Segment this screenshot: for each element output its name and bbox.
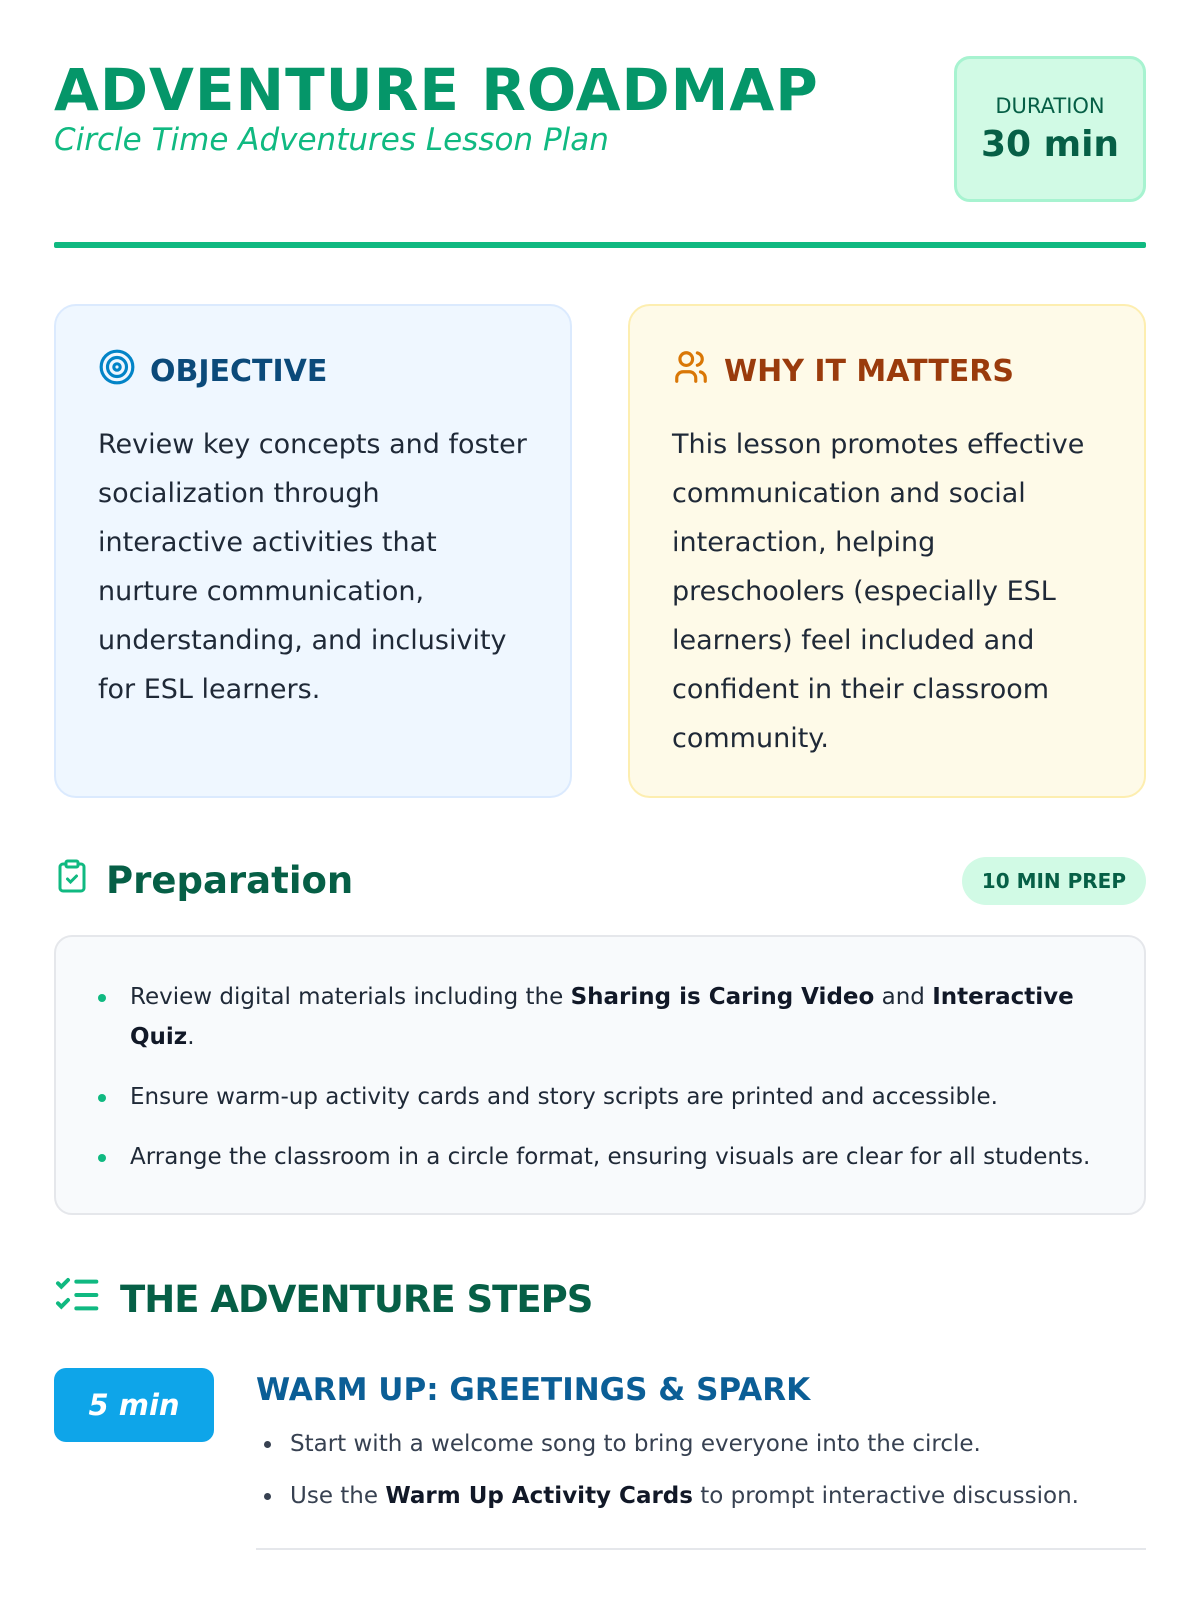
objective-card: OBJECTIVE Review key concepts and foster… <box>54 304 572 798</box>
clipboard-check-icon <box>54 856 90 905</box>
preparation-title: Preparation <box>106 859 354 902</box>
steps-title: THE ADVENTURE STEPS <box>120 1278 593 1321</box>
why-text: This lesson promotes effective communica… <box>672 429 1085 754</box>
objective-title: OBJECTIVE <box>150 353 328 389</box>
page-subtitle: Circle Time Adventures Lesson Plan <box>54 122 609 158</box>
header-divider <box>54 242 1146 248</box>
objective-text: Review key concepts and foster socializa… <box>98 429 527 705</box>
duration-box: DURATION 30 min <box>954 56 1146 202</box>
why-title: WHY IT MATTERS <box>724 353 1014 389</box>
step-title: WARM UP: GREETINGS & SPARK <box>256 1372 811 1408</box>
preparation-list: Review digital materials including the S… <box>54 935 1146 1215</box>
page-title: ADVENTURE ROADMAP <box>54 56 819 124</box>
header: ADVENTURE ROADMAP Circle Time Adventures… <box>54 56 1146 202</box>
prep-time-badge: 10 MIN PREP <box>961 856 1146 905</box>
list-item: Use the Warm Up Activity Cards to prompt… <box>256 1480 1146 1512</box>
target-icon <box>98 348 136 394</box>
list-item: Review digital materials including the S… <box>96 977 1104 1057</box>
list-checks-icon <box>54 1275 102 1324</box>
duration-value: 30 min <box>980 123 1120 165</box>
users-icon <box>672 348 710 394</box>
list-item: Start with a welcome song to bring every… <box>256 1428 1146 1460</box>
duration-label: DURATION <box>995 93 1105 118</box>
list-item: Ensure warm-up activity cards and story … <box>96 1077 1104 1117</box>
list-item: Arrange the classroom in a circle format… <box>96 1137 1104 1177</box>
step-time-badge: 5 min <box>54 1368 214 1442</box>
why-card: WHY IT MATTERS This lesson promotes effe… <box>628 304 1146 798</box>
step-warm-up: 5 min WARM UP: GREETINGS & SPARK Start w… <box>54 1368 1146 1550</box>
